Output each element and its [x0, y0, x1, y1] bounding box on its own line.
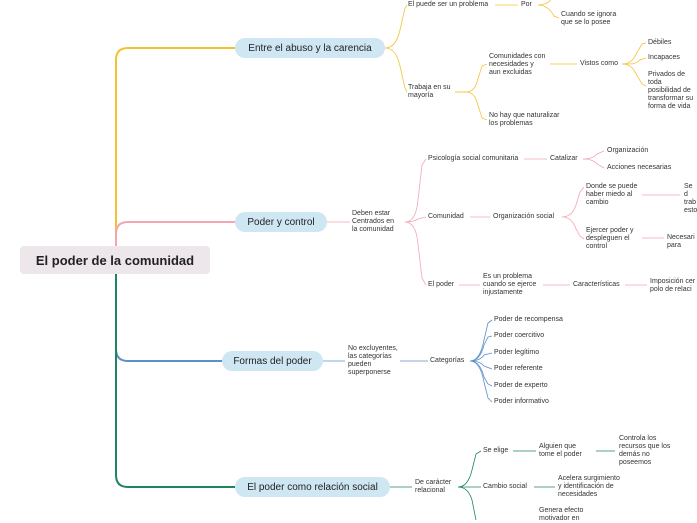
node-organizacion[interactable]: Organización: [607, 147, 649, 154]
node-necesario[interactable]: Necesari para: [667, 234, 695, 249]
node-puede-ser[interactable]: El puede ser un problema: [408, 1, 489, 8]
node-debiles[interactable]: Débiles: [648, 39, 672, 46]
connector: [621, 63, 647, 87]
trunk-connector-relacion: [115, 274, 235, 488]
connector: [455, 91, 488, 121]
node-se-cut[interactable]: Se d trab esto: [684, 183, 697, 214]
connector: [469, 360, 493, 370]
node-problema[interactable]: Es un problema cuando se ejerce injustam…: [483, 273, 537, 296]
connector: [561, 216, 585, 240]
node-psicologia[interactable]: Psicología social comunitaria: [428, 155, 519, 162]
connector: [384, 47, 408, 93]
connector: [582, 150, 605, 160]
node-poder-legitimo[interactable]: Poder legítimo: [494, 349, 540, 356]
node-ignora[interactable]: Cuando se ignora que se lo posee: [561, 11, 617, 26]
node-ejercer[interactable]: Ejercer poder y despleguen el control: [586, 227, 634, 250]
root-node[interactable]: El poder de la comunidad: [20, 246, 210, 274]
node-donde[interactable]: Donde se puede haber miedo al cambio: [586, 183, 638, 206]
branch-abuso-carencia[interactable]: Entre el abuso y la carencia: [235, 38, 385, 58]
connector: [469, 360, 493, 387]
node-vistos[interactable]: Vistos como: [580, 60, 618, 67]
node-caracter[interactable]: De carácter relacional: [415, 479, 452, 494]
node-trabaja[interactable]: Trabaja en su mayoría: [408, 84, 451, 99]
node-no-naturalizar[interactable]: No hay que naturalizar los problemas: [489, 112, 560, 127]
node-comunidades[interactable]: Comunidades con necesidades y aun exclui…: [489, 53, 546, 76]
node-genera[interactable]: Genera efecto motivador en: [539, 507, 584, 522]
connector: [469, 319, 493, 362]
node-org-social[interactable]: Organización social: [493, 213, 555, 220]
node-incapaces[interactable]: Incapaces: [648, 54, 680, 61]
node-por[interactable]: Por: [521, 1, 532, 8]
node-se-elige[interactable]: Se elige: [483, 447, 509, 454]
branch-poder-control[interactable]: Poder y control: [235, 212, 327, 232]
branch-relacion-social[interactable]: El poder como relación social: [235, 477, 390, 497]
node-imposicion[interactable]: Imposición cer polo de relaci: [650, 278, 696, 293]
trunk-connector-abuso: [115, 47, 235, 246]
connector: [457, 486, 477, 520]
node-poder-referente[interactable]: Poder referente: [494, 365, 543, 372]
connector: [537, 4, 560, 19]
connector: [404, 221, 427, 286]
node-cambio-social[interactable]: Cambio social: [483, 483, 527, 490]
node-comunidad[interactable]: Comunidad: [428, 213, 464, 220]
connector: [561, 186, 585, 218]
connector: [455, 63, 488, 93]
connector: [622, 57, 647, 65]
node-poder-informativo[interactable]: Poder informativo: [494, 398, 549, 405]
connector: [457, 450, 482, 488]
connector: [404, 158, 427, 223]
node-categorias[interactable]: Categorías: [430, 357, 465, 364]
node-controla[interactable]: Controla los recursos que los demás no p…: [619, 435, 671, 466]
node-deben[interactable]: Deben estar Centrados en la comunidad: [352, 210, 395, 233]
connector: [537, 0, 552, 6]
trunk-connector-formas: [115, 274, 222, 362]
node-no-excluyentes[interactable]: No excluyentes, las categorías pueden su…: [348, 345, 398, 376]
connector: [621, 42, 647, 65]
node-acelera[interactable]: Acelera surgimiento y identificación de …: [558, 475, 620, 498]
branch-formas-poder[interactable]: Formas del poder: [222, 351, 323, 371]
connector: [384, 4, 408, 49]
node-alguien[interactable]: Alguien que tome el poder: [539, 443, 582, 458]
connector: [469, 352, 493, 362]
node-acciones[interactable]: Acciones necesarias: [607, 164, 672, 171]
node-poder-coercitivo[interactable]: Poder coercitivo: [494, 332, 545, 339]
trunk-connector-control: [115, 221, 235, 246]
node-catalizar[interactable]: Catalizar: [550, 155, 578, 162]
connector: [469, 335, 493, 362]
node-poder-recompensa[interactable]: Poder de recompensa: [494, 316, 563, 323]
node-poder-experto[interactable]: Poder de experto: [494, 382, 548, 389]
node-privados[interactable]: Privados de toda posibilidad de transfor…: [648, 71, 694, 110]
node-el-poder[interactable]: El poder: [428, 281, 455, 288]
connector: [582, 158, 605, 169]
node-caracteristicas[interactable]: Características: [573, 281, 620, 288]
connector: [469, 360, 493, 403]
